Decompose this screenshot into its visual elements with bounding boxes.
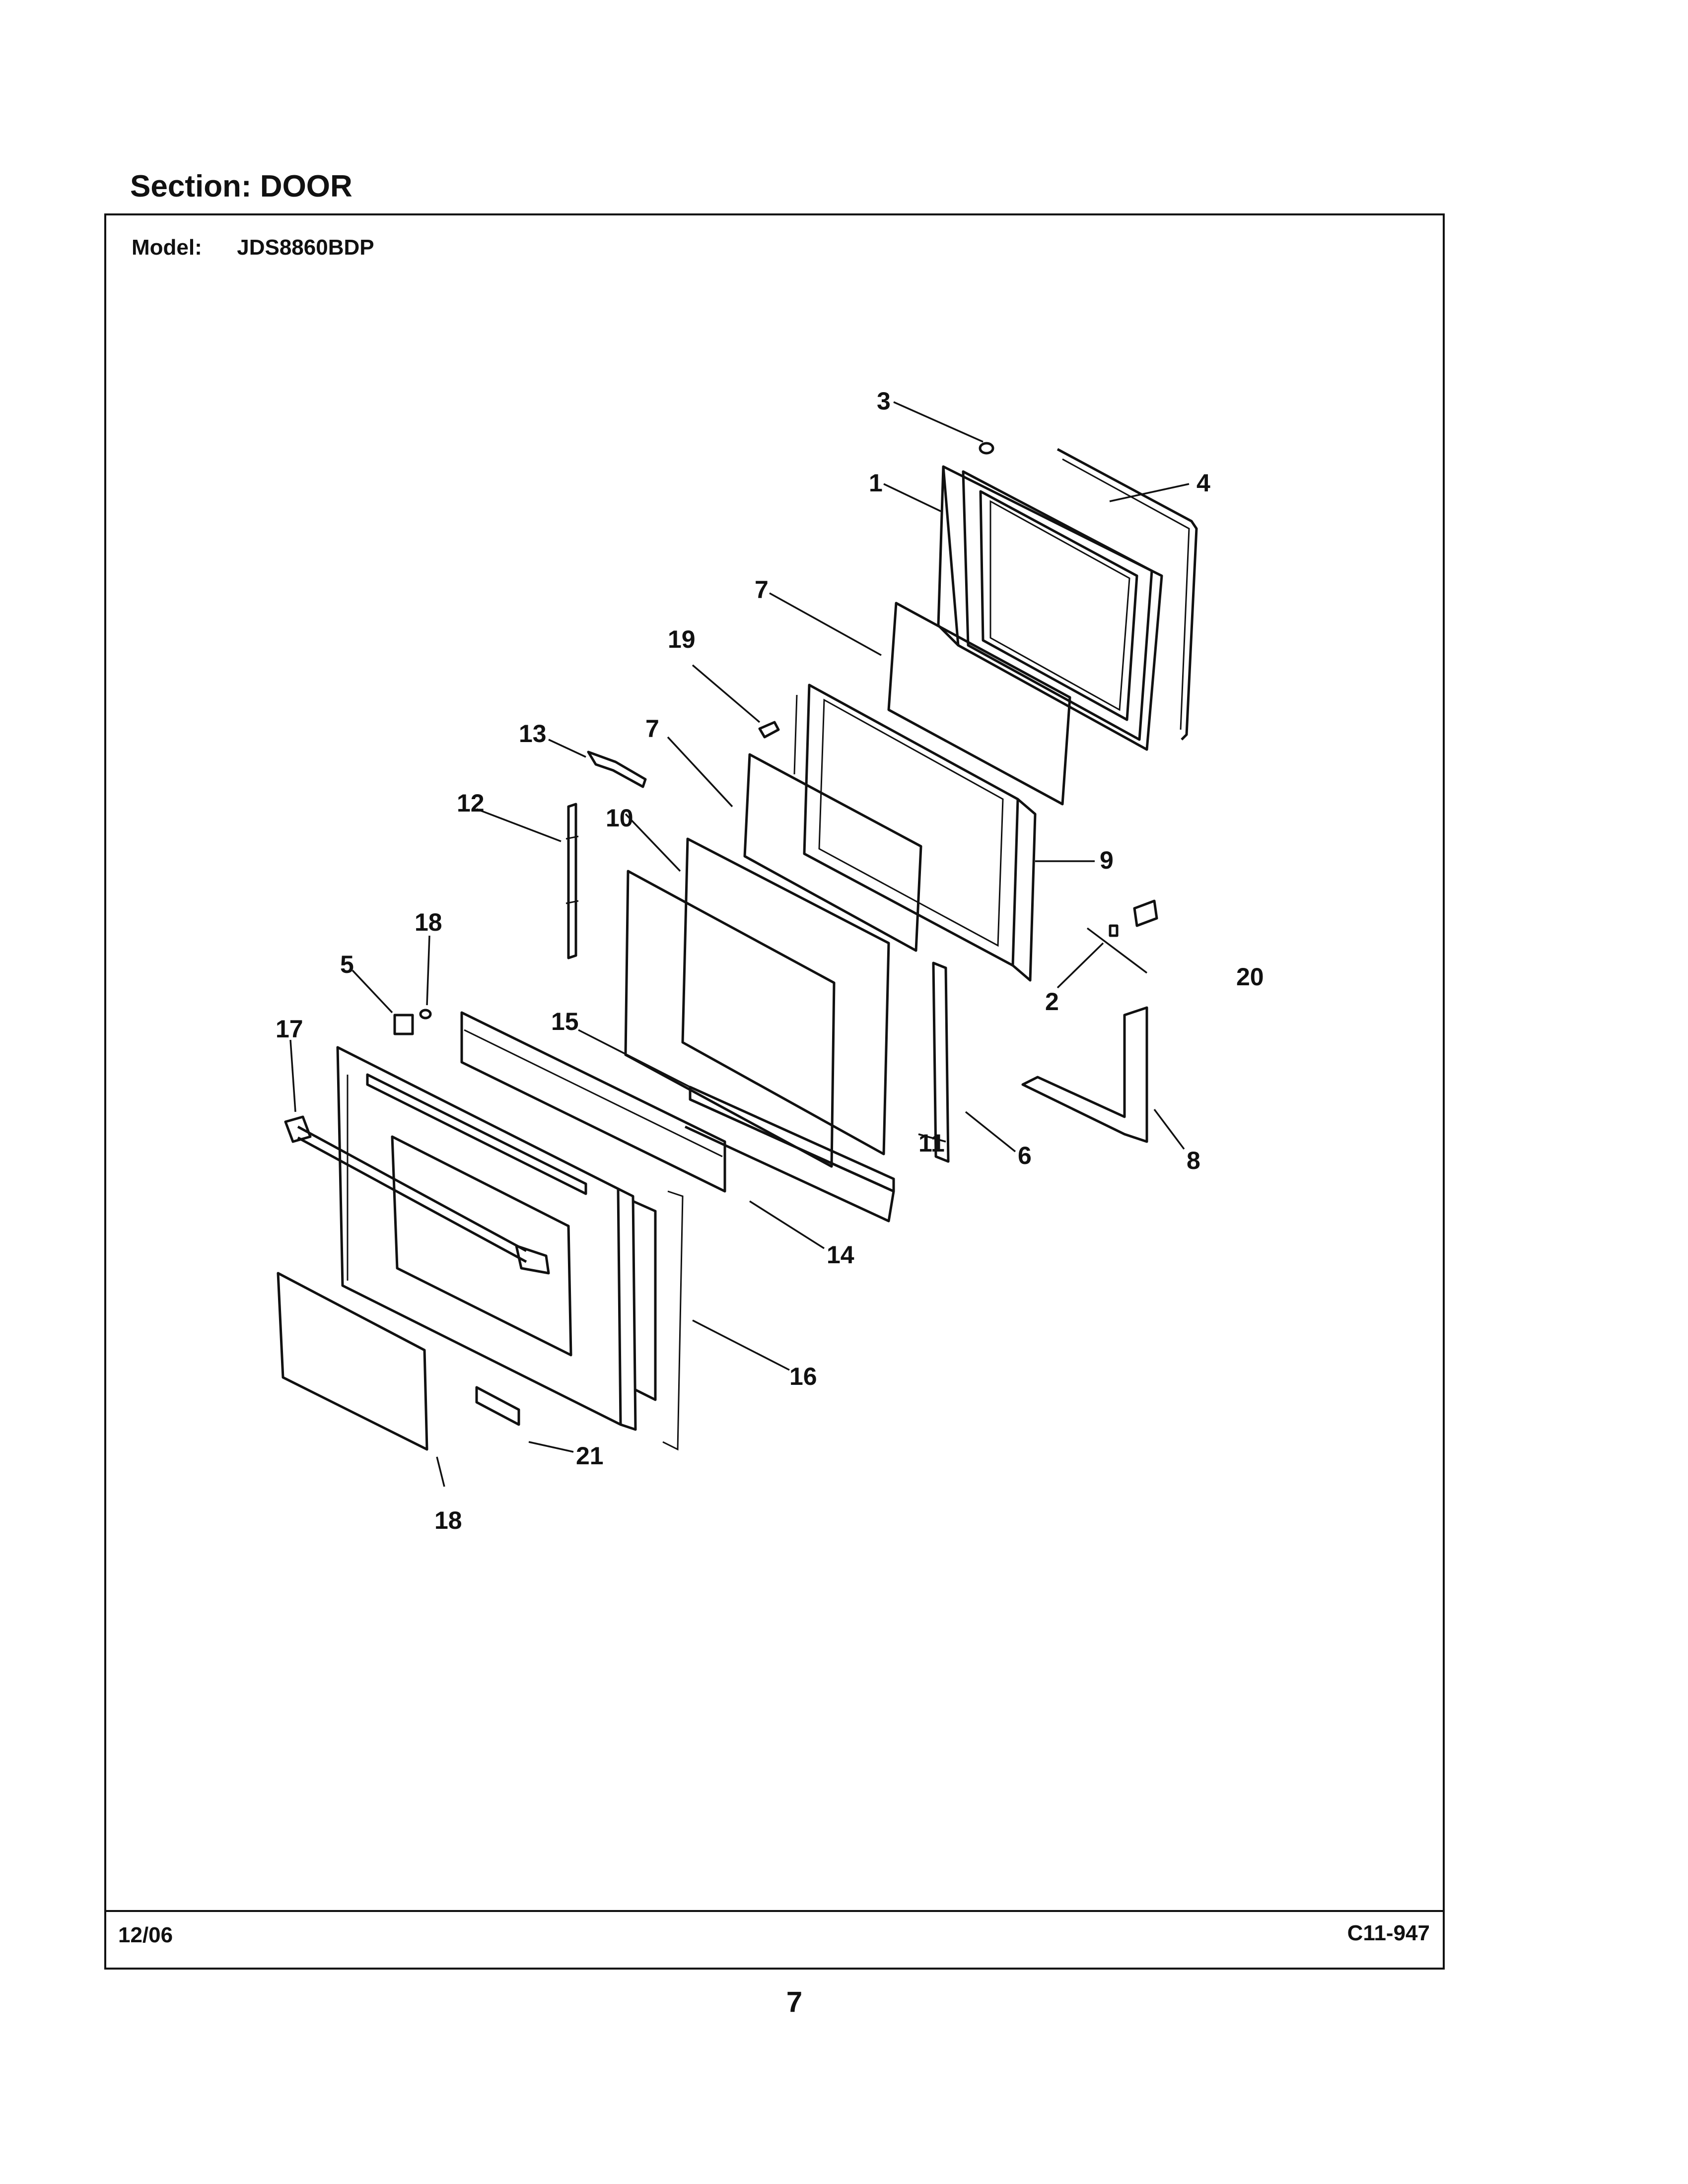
part-9-glass-frame [793, 683, 1037, 982]
callout-3: 3 [877, 387, 891, 415]
callout-1: 1 [869, 469, 883, 497]
callout-6: 6 [1018, 1142, 1032, 1169]
callout-2: 2 [1045, 988, 1059, 1016]
part-10-insulation [681, 837, 890, 1156]
callout-19: 18 [434, 1506, 462, 1534]
page-number: 7 [786, 1986, 803, 2018]
callout-21: 20 [1236, 963, 1264, 991]
part-12-top-trim [460, 1011, 726, 1193]
part-2-spacer [1109, 924, 1119, 937]
part-4-gasket [1056, 448, 1198, 741]
callout-22: 21 [576, 1442, 604, 1470]
callout-4: 4 [1196, 469, 1210, 497]
callout-13: 12 [457, 789, 485, 817]
part-21-latch-bracket [1133, 899, 1158, 927]
part-19-outer-window [277, 1272, 428, 1451]
callout-17: 17 [276, 1015, 303, 1043]
revision-date: 12/06 [118, 1923, 173, 1947]
leader-lines [289, 401, 1190, 1487]
model-value: JDS8860BDP [237, 235, 374, 260]
part-7-lower-glass [743, 753, 922, 952]
footer-rule [104, 1910, 1445, 1912]
part-3-bumper [979, 442, 994, 455]
part-8-trim [1021, 1006, 1148, 1143]
callout-14: 13 [519, 720, 547, 748]
part-13-hinge [565, 803, 579, 959]
part-22-label [475, 1386, 520, 1426]
part-11-outer-glass [624, 870, 836, 1168]
part-20-clip [758, 721, 780, 739]
callout-12: 14 [827, 1241, 854, 1269]
callout-20: 19 [668, 625, 696, 653]
callout-5: 5 [340, 951, 354, 978]
part-1-door-liner [937, 465, 1163, 751]
part-17-handle [284, 1115, 550, 1275]
callout-11: 11 [918, 1129, 945, 1157]
callout-9: 9 [1100, 846, 1114, 874]
diagram-frame [104, 213, 1445, 1970]
model-row: Model: JDS8860BDP [132, 235, 374, 260]
model-label: Model: [132, 235, 202, 260]
part-18-screw [419, 1009, 432, 1020]
callout-10: 10 [606, 804, 633, 832]
callout-7-upper: 7 [755, 576, 769, 604]
section-title: Section: DOOR [130, 169, 352, 204]
part-15-channel [684, 1086, 895, 1223]
part-6-side-strip [932, 961, 950, 1163]
callout-8: 8 [1187, 1147, 1200, 1174]
callout-7-lower: 7 [645, 715, 659, 743]
part-16-outer-door [336, 1046, 684, 1451]
callout-18: 18 [415, 908, 442, 936]
callout-labels: 3 1 4 7 19 13 7 12 10 9 18 20 2 5 17 15 … [276, 387, 1264, 1534]
part-5-plate [393, 1014, 414, 1035]
part-14-hinge-bracket [587, 751, 647, 788]
document-number: C11-947 [1347, 1921, 1430, 1945]
callout-16: 16 [789, 1363, 817, 1390]
part-7-upper-glass [887, 602, 1071, 806]
callout-15: 15 [551, 1008, 579, 1035]
